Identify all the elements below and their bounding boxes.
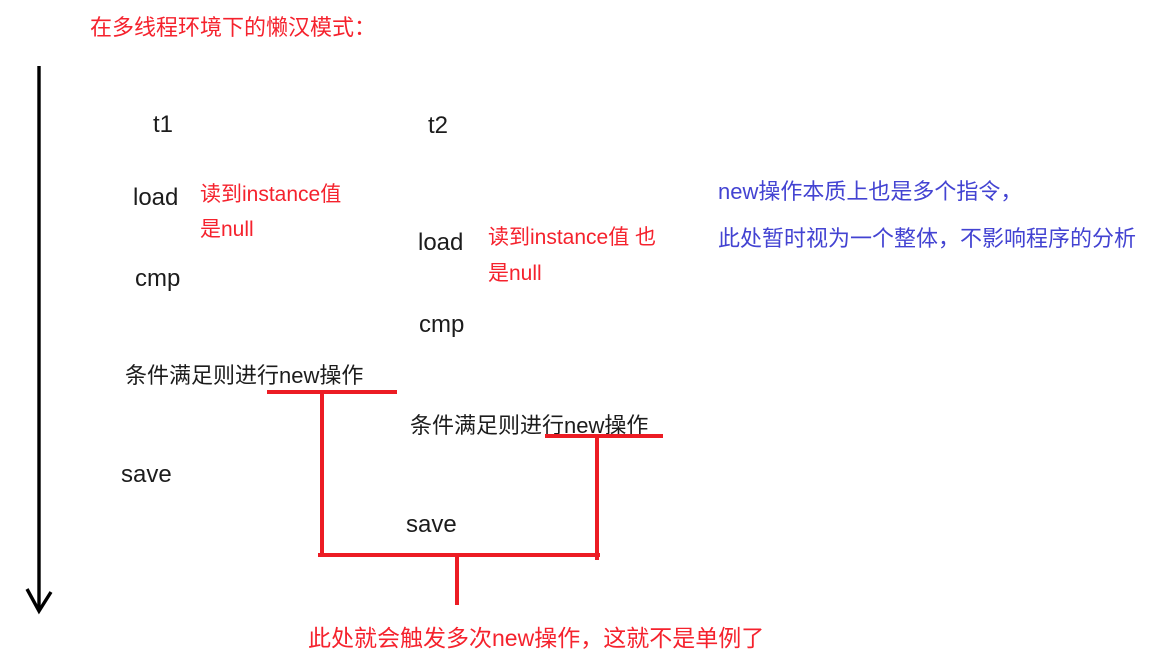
t1-new-op-underline — [267, 390, 397, 394]
blue-explanation-line2: 此处暂时视为一个整体，不影响程序的分析 — [718, 226, 1137, 251]
merge-horizontal-line — [318, 553, 600, 557]
thread-t2-annotation-line2: 是null — [488, 262, 542, 285]
blue-explanation-note: new操作本质上也是多个指令， 此处暂时视为一个整体，不影响程序的分析 — [718, 168, 1136, 262]
thread-t1-annotation-line1: 读到instance值 — [200, 183, 342, 206]
thread-t1-label: t1 — [153, 111, 174, 138]
thread-t2-step-save: save — [406, 511, 457, 538]
thread-t1-step-save: save — [121, 461, 172, 488]
t1-connector-vertical-line — [320, 392, 324, 557]
thread-t2-step-cmp: cmp — [419, 311, 465, 338]
thread-t2-step-load: load — [418, 229, 464, 256]
thread-t1-annotation-line2: 是null — [200, 218, 254, 241]
thread-t2-annotation-line1: 读到instance值 也 — [488, 226, 657, 249]
thread-t1-step-load: load — [133, 184, 179, 211]
thread-t2-label: t2 — [428, 112, 449, 139]
blue-explanation-line1: new操作本质上也是多个指令， — [718, 179, 1023, 204]
t2-connector-vertical-line — [595, 437, 599, 560]
thread-t1-step-cmp: cmp — [135, 265, 181, 292]
thread-t1-annotation: 读到instance值 是null — [200, 177, 341, 247]
t2-new-op-underline — [545, 434, 663, 438]
thread-t2-step-condition: 条件满足则进行new操作 — [410, 413, 649, 438]
diagram-title: 在多线程环境下的懒汉模式： — [90, 15, 377, 40]
thread-t1-step-condition: 条件满足则进行new操作 — [125, 363, 364, 388]
thread-t2-annotation: 读到instance值 也 是null — [488, 220, 656, 292]
merge-stem-line — [455, 556, 459, 605]
bottom-warning-note: 此处就会触发多次new操作，这就不是单例了 — [308, 625, 765, 651]
time-axis-down-arrow-icon — [25, 66, 53, 615]
